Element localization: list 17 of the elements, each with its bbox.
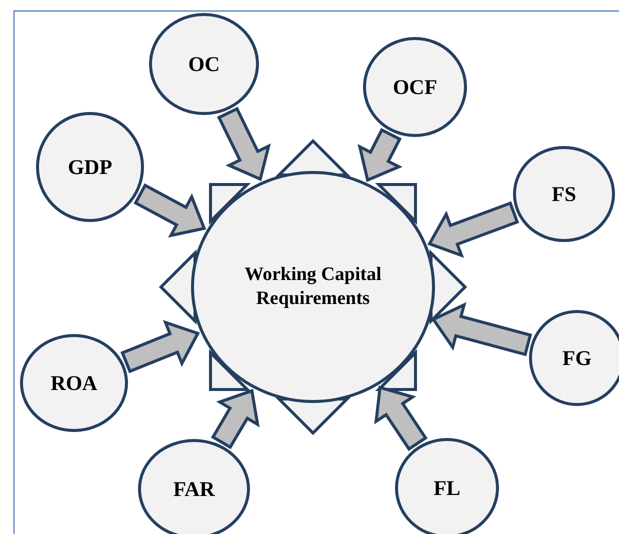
block-arrow bbox=[120, 320, 200, 374]
block-arrow bbox=[431, 302, 532, 356]
node-label: FS bbox=[552, 180, 576, 208]
node-label: FL bbox=[434, 474, 460, 502]
block-arrow bbox=[134, 183, 206, 238]
node-label: ROA bbox=[50, 370, 98, 396]
block-arrow bbox=[210, 388, 260, 450]
node-label: FAR bbox=[173, 476, 215, 502]
block-arrow bbox=[358, 128, 403, 182]
node-title: Working Capital Requirements bbox=[244, 263, 382, 311]
block-arrow bbox=[216, 106, 271, 182]
block-arrow bbox=[427, 201, 520, 258]
node-label: FG bbox=[562, 344, 592, 372]
node-label: OCF bbox=[392, 74, 438, 100]
node-label: OC bbox=[188, 50, 220, 78]
block-arrow bbox=[374, 386, 428, 452]
node-label: GDP bbox=[68, 154, 112, 180]
